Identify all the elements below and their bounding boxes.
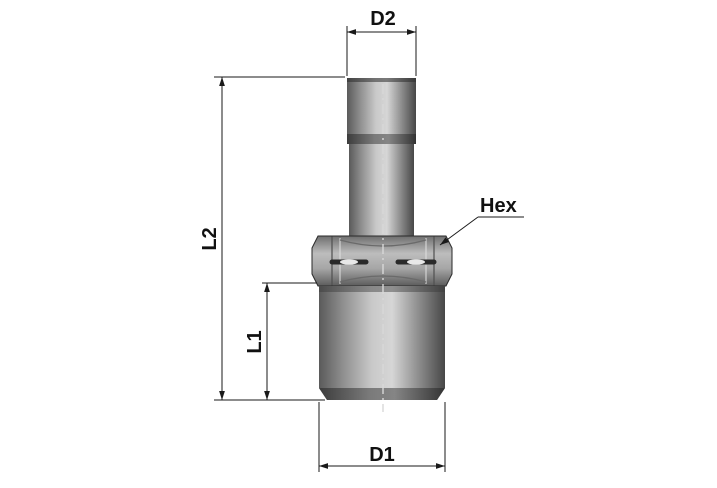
dimension-l1: L1 [244, 282, 317, 400]
dimension-d1: D1 [318, 402, 446, 472]
dimension-d2: D2 [346, 8, 417, 76]
dimension-l2: L2 [199, 76, 345, 401]
hex-label: Hex [480, 195, 517, 217]
stem-groove [347, 134, 416, 144]
thread-body [319, 286, 445, 400]
d1-label: D1 [369, 444, 395, 466]
d2-label: D2 [370, 8, 396, 30]
stem-neck [349, 144, 414, 236]
fitting-part [311, 78, 453, 400]
l1-label: L1 [244, 330, 266, 353]
l2-label: L2 [199, 227, 221, 250]
stem-top [347, 78, 416, 138]
hex-nut [311, 235, 453, 287]
hex-callout: Hex [439, 195, 524, 246]
